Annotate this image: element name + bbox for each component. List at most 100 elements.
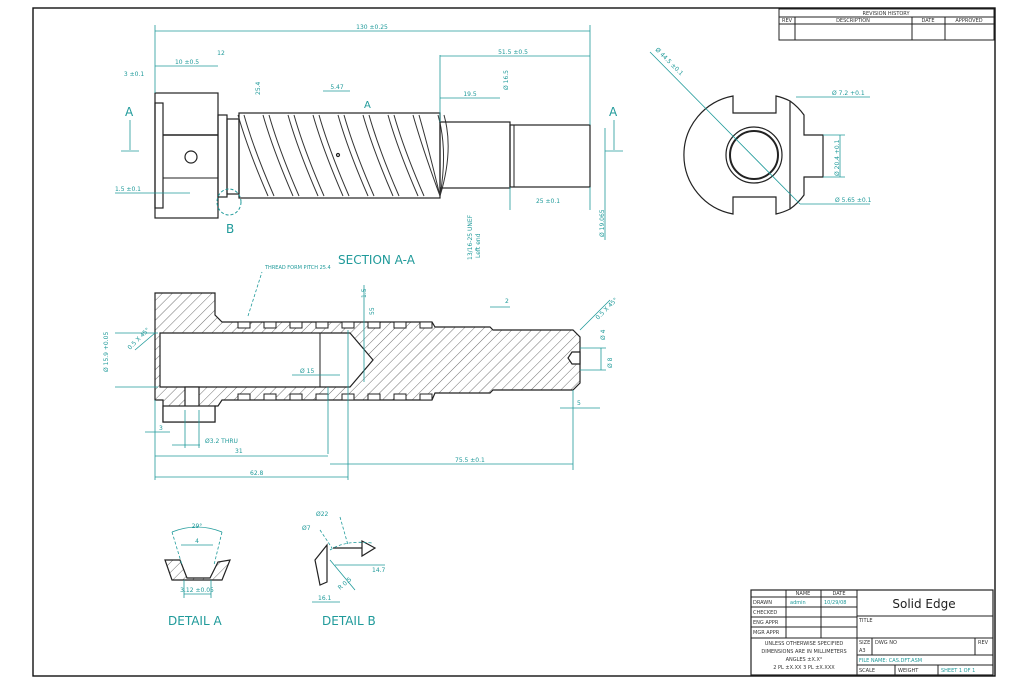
header-name: NAME <box>796 591 811 597</box>
dim-angle: 29° <box>192 523 203 530</box>
file-name: FILE NAME: CAS.DFT.ASM <box>859 658 922 664</box>
product-name: Solid Edge <box>892 597 955 611</box>
row-eng-appr: ENG APPR <box>753 620 779 626</box>
dim-groove: 5.47 <box>330 84 344 91</box>
dim-end-len: 25 ±0.1 <box>536 198 560 205</box>
revision-history-title: REVISION HISTORY <box>862 11 910 17</box>
thread-groove <box>263 321 277 329</box>
title-block: NAME DATE DRAWN admin 10/29/08 CHECKED E… <box>750 589 994 676</box>
thread-groove <box>315 321 329 329</box>
dim-shank-len: 51.5 ±0.5 <box>498 49 528 56</box>
thread-note-2: Left end <box>475 233 482 258</box>
note-line: ANGLES ±X.X° <box>786 657 823 663</box>
thread-line <box>362 114 394 197</box>
dim-head: 10 ±0.5 <box>175 59 199 66</box>
dim-shank-dia: Ø 16.5 <box>503 70 510 90</box>
dim-detail-b-d22: Ø22 <box>316 511 329 518</box>
dim-step: 2 <box>505 298 509 305</box>
dim-end-step: 5 <box>577 400 581 407</box>
size-label: SIZE <box>859 640 870 646</box>
dim-pin-pos: 31 <box>235 448 243 455</box>
section-view <box>154 292 581 423</box>
detail-b-circle <box>216 188 242 216</box>
front-dimensions <box>115 25 623 240</box>
sheet-border <box>32 7 996 677</box>
dim-depth2: 55 <box>369 307 376 315</box>
thread-groove <box>315 393 329 401</box>
drawn-name: admin <box>790 600 806 606</box>
dim-overall: 130 ±0.25 <box>356 24 388 31</box>
dim-detail-a-bottom: 3.12 ±0.05 <box>180 587 214 594</box>
dim-detail-b-14: 14.7 <box>372 567 386 574</box>
thread-groove <box>419 321 433 329</box>
thread-groove <box>263 393 277 401</box>
dwg-no-label: DWG NO <box>875 640 897 646</box>
thread-groove <box>367 321 381 329</box>
row-drawn: DRAWN <box>753 600 772 606</box>
detail-a-view <box>164 526 231 598</box>
detail-b-view <box>312 516 385 603</box>
thread-form-note: THREAD FORM PITCH 25.4 <box>264 265 331 271</box>
thread-line <box>268 114 300 197</box>
section-title: SECTION A-A <box>338 253 416 267</box>
thread-line <box>243 114 275 197</box>
dim-head-low: 1.5 ±0.1 <box>115 186 141 193</box>
revision-history-table: REVISION HISTORY REV DESCRIPTION DATE AP… <box>778 8 995 41</box>
front-view <box>154 92 591 219</box>
thread-note: 13/16-25 UNEF <box>467 214 474 260</box>
thread-line <box>437 114 445 197</box>
thread-line <box>337 114 369 197</box>
thread-line <box>343 114 375 197</box>
dim-end-d1: Ø 7.2 +0.1 <box>832 90 865 97</box>
detail-b-callout: B <box>226 222 234 236</box>
thread-groove <box>289 321 303 329</box>
pin-hole-icon <box>184 150 198 164</box>
dim-pin-offset: 3 <box>159 425 163 432</box>
dim-shank-total: 75.5 ±0.1 <box>455 457 485 464</box>
dim-chamfer-right: 0.5 X 45° <box>594 297 619 322</box>
dim-detail-b-d7: Ø7 <box>302 525 311 532</box>
thread-groove <box>237 393 251 401</box>
dim-outer-dia: Ø 44.5 ±0.1 <box>654 46 685 77</box>
sheet-number: SHEET 1 OF 1 <box>941 668 975 674</box>
detail-a-callout: A <box>364 100 371 111</box>
row-mgr-appr: MGR APPR <box>753 630 780 636</box>
note-line: UNLESS OTHERWISE SPECIFIED <box>765 641 844 647</box>
thread-groove <box>419 393 433 401</box>
col-approved: APPROVED <box>955 18 982 24</box>
thread-line <box>393 114 425 197</box>
dim-detail-b-radius: R 0.5 <box>337 576 354 592</box>
dim-small-dia: Ø 4 <box>600 329 607 340</box>
dim-gap: 12 <box>217 50 225 57</box>
end-view <box>649 51 870 215</box>
dim-depth: 1.5 <box>361 288 368 298</box>
thread-groove <box>341 321 355 329</box>
col-date: DATE <box>921 18 934 24</box>
note-line: 2 PL ±X.XX 3 PL ±X.XXX <box>773 665 835 671</box>
thread-line <box>387 114 419 197</box>
dim-flange: 3 ±0.1 <box>124 71 144 78</box>
thread-line <box>312 114 344 197</box>
thread-groove <box>393 321 407 329</box>
dim-end-hole: Ø 8 <box>607 357 614 368</box>
rev-label: REV <box>978 640 989 646</box>
title-label: TITLE <box>858 618 873 624</box>
dim-end-dia: Ø 19.065 <box>599 209 606 237</box>
dim-bore-dia: Ø 15 <box>300 368 314 375</box>
thread-groove <box>393 393 407 401</box>
dim-end-d2: Ø 20.4 +0.1 <box>834 139 841 176</box>
thread-groove <box>289 393 303 401</box>
cut-label-left: A <box>125 105 134 119</box>
thread-line <box>418 114 441 197</box>
col-rev: REV <box>782 18 793 24</box>
dim-thread-pitch: 25.4 <box>255 81 262 95</box>
thread-line <box>262 114 294 197</box>
drawn-date: 10/29/08 <box>824 600 846 606</box>
section-dimensions <box>115 271 611 480</box>
thread-groove <box>367 393 381 401</box>
dim-detail-a-top: 4 <box>195 538 199 545</box>
dim-detail-b-16: 16.1 <box>318 595 332 602</box>
thread-line <box>287 114 319 197</box>
dim-bore: Ø 15.9 +0.05 <box>103 332 110 372</box>
thread-line <box>412 114 441 197</box>
